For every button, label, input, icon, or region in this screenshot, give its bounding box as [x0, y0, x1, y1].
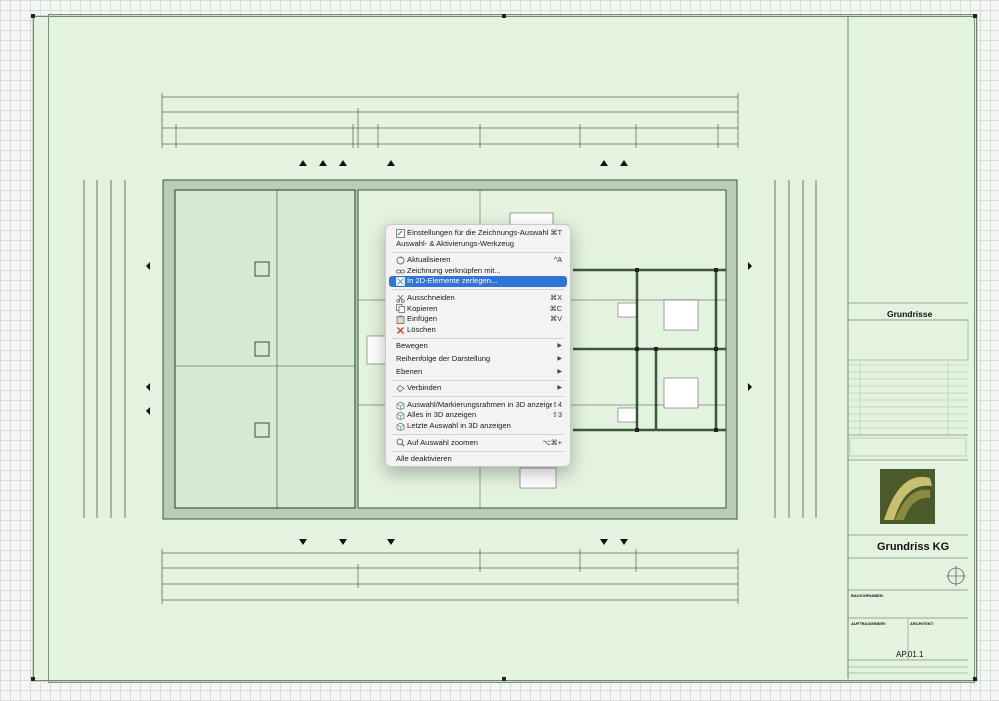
sheet-corner-handle[interactable] — [31, 677, 35, 681]
menu-item-show-selection-3d[interactable]: Auswahl/Markierungsrahmen in 3D anzeigen… — [386, 400, 570, 411]
menu-item-delete[interactable]: Löschen — [386, 325, 570, 336]
menu-item-deactivate-all[interactable]: Alle deaktivieren — [396, 454, 452, 464]
3d-selection-icon — [396, 401, 405, 410]
sheet-number: AP.01.1 — [896, 650, 924, 659]
paste-icon — [396, 315, 405, 324]
architekt-label: ARCHITEKT: — [910, 621, 934, 626]
scissors-icon — [396, 294, 405, 303]
menu-item-explode-2d[interactable]: In 2D-Elemente zerlegen... — [389, 276, 567, 287]
menu-item-cut[interactable]: Ausschneiden ⌘X — [386, 293, 570, 304]
menu-separator — [392, 450, 564, 452]
submenu-arrow-icon: ▶ — [557, 355, 562, 362]
submenu-arrow-icon: ▶ — [557, 368, 562, 375]
3d-last-icon — [396, 422, 405, 431]
link-icon — [396, 267, 405, 276]
menu-item-copy[interactable]: Kopieren ⌘C — [386, 304, 570, 315]
section-title: Grundrisse — [887, 309, 933, 319]
connect-icon — [396, 384, 405, 393]
zoom-icon — [396, 438, 405, 447]
sheet-edge-handle[interactable] — [502, 14, 506, 18]
menu-item-paste[interactable]: Einfügen ⌘V — [386, 314, 570, 325]
menu-separator — [392, 396, 564, 398]
explode-icon — [396, 277, 405, 287]
sheet-edge-handle[interactable] — [502, 677, 506, 681]
menu-separator — [392, 251, 564, 253]
menu-item-show-all-3d[interactable]: Alles in 3D anzeigen ⇧3 — [386, 410, 570, 421]
sheet-corner-handle[interactable] — [973, 14, 977, 18]
sheet-corner-handle[interactable] — [973, 677, 977, 681]
menu-item-display-order[interactable]: Reihenfolge der Darstellung ▶ — [396, 353, 562, 363]
delete-icon — [396, 326, 405, 335]
menu-separator — [392, 337, 564, 339]
menu-item-selection-tool[interactable]: Auswahl- & Aktivierungs-Werkzeug — [396, 238, 515, 248]
copy-icon — [396, 304, 405, 314]
settings-icon — [396, 228, 405, 238]
menu-item-link-drawing[interactable]: Zeichnung verknüpfen mit... — [386, 266, 570, 277]
menu-item-update[interactable]: Aktualisieren ^A — [386, 255, 570, 266]
refresh-icon — [396, 256, 405, 265]
menu-item-connect[interactable]: Verbinden ▶ — [386, 383, 570, 394]
menu-item-settings[interactable]: Einstellungen für die Zeichnungs-Auswahl… — [386, 228, 570, 239]
sheet-corner-handle[interactable] — [31, 14, 35, 18]
menu-item-move[interactable]: Bewegen ▶ — [396, 341, 562, 351]
menu-item-zoom-selection[interactable]: Auf Auswahl zoomen ⌥⌘+ — [386, 438, 570, 449]
menu-item-layers[interactable]: Ebenen ▶ — [396, 366, 562, 376]
auftraggeber-label: AUFTRAGGEBER: — [851, 621, 887, 626]
menu-separator — [392, 434, 564, 435]
menu-separator — [392, 379, 564, 381]
submenu-arrow-icon: ▶ — [557, 385, 562, 392]
context-menu: Einstellungen für die Zeichnungs-Auswahl… — [385, 224, 571, 467]
menu-separator — [392, 289, 564, 291]
submenu-arrow-icon: ▶ — [557, 343, 562, 350]
menu-item-show-last-3d[interactable]: Letzte Auswahl in 3D anzeigen — [386, 421, 570, 432]
drawing-title: Grundriss KG — [877, 541, 950, 553]
bauvorhaben-label: BAUVORHABEN: — [851, 593, 884, 598]
3d-all-icon — [396, 411, 405, 420]
